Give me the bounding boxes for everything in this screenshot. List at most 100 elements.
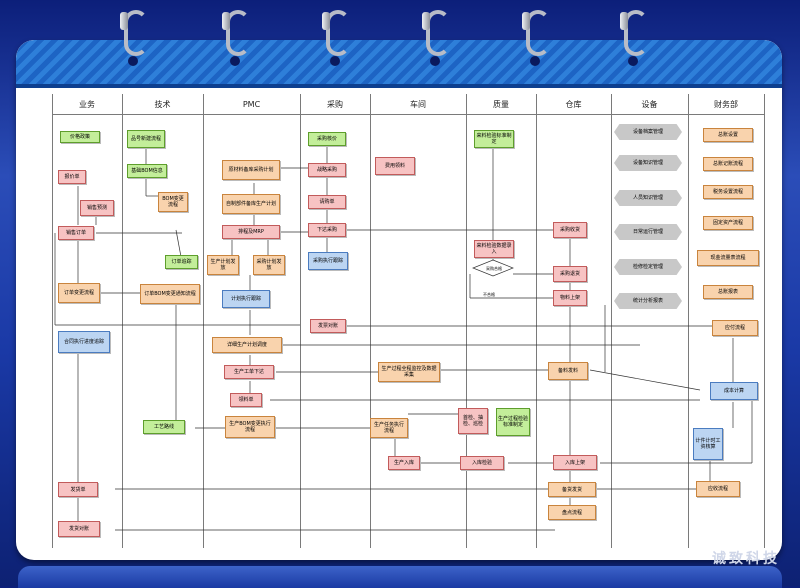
fail-label: 不合格 [483, 291, 495, 297]
node-invoice-reconcile: 发票对账 [310, 319, 346, 333]
lane-header: 车间 [410, 99, 426, 109]
node-order-change: 订单变更流程 [58, 283, 100, 303]
node-payable: 应付流程 [712, 320, 758, 336]
node-work-order: 生产工单下达 [224, 365, 274, 379]
node-prod-plan-release: 生产计划发放 [207, 255, 239, 275]
binder-hole [628, 56, 638, 66]
lane-header: 技术 [154, 99, 171, 109]
binder-ring-icon [422, 10, 450, 56]
node-cost-calc: 成本计算 [710, 382, 758, 400]
node-material-plan: 原材料备库采购计划 [222, 160, 280, 180]
node-requisition: 请购单 [308, 195, 346, 209]
node-plan-tracking: 计划执行跟踪 [222, 290, 270, 308]
node-receive: 采购收货 [553, 222, 587, 238]
node-delivery-reconcile: 发货对账 [58, 521, 100, 537]
node-ship: 备货发货 [548, 482, 596, 497]
binder-ring-icon [620, 10, 648, 56]
lane-divider [688, 94, 689, 548]
lane-header: 仓库 [565, 99, 582, 109]
node-purch-plan-release: 采购计划发放 [253, 255, 285, 275]
decision-diamond [472, 259, 514, 277]
node-maintenance: 检修检定管理 [614, 259, 682, 275]
node-iqc-standard: 来料检验标准制定 [474, 130, 514, 148]
binder-ring-icon [222, 10, 250, 56]
node-process-standard: 生产过程检验标准制定 [496, 408, 530, 436]
header-divider [52, 114, 764, 115]
node-statistics: 统计分析报表 [614, 293, 682, 309]
lane-divider [203, 94, 204, 548]
node-price-policy: 价格政策 [60, 131, 100, 143]
node-self-made-plan: 自制部件备库生产计划 [222, 194, 280, 214]
node-gl-setup: 总账设置 [703, 128, 753, 142]
node-order-bom-change: 订单BOM变更通知流程 [140, 284, 200, 304]
node-contract-tracking: 合同执行进度追踪 [58, 331, 110, 353]
node-strategic-purch: 战略采购 [308, 163, 346, 177]
node-mrp: 排程及MRP [222, 225, 280, 239]
node-fixed-assets: 固定资产流程 [703, 216, 753, 230]
binder-hole [230, 56, 240, 66]
node-tax-setup: 税务设置流程 [703, 185, 753, 199]
node-purch-pricing: 采购核价 [308, 132, 346, 146]
node-first-inspection: 首检、抽检、巡检 [458, 408, 488, 434]
node-quote: 报价单 [58, 170, 86, 184]
lane-header: 设备 [641, 99, 658, 109]
node-detail-schedule: 详细生产计划调度 [212, 337, 282, 353]
node-sales-forecast: 销售预测 [80, 200, 114, 216]
node-prod-task: 生产任务执行流程 [370, 418, 408, 438]
node-bom-change: BOM变更流程 [158, 192, 188, 212]
node-issue-po: 下达采购 [308, 223, 346, 237]
lane-divider [370, 94, 371, 548]
node-cashflow: 现金流量表流程 [697, 250, 759, 266]
node-process-monitor: 生产过程全程监控及数据采集 [378, 362, 440, 382]
lane-divider [764, 94, 765, 548]
node-order-trace: 订单追踪 [165, 255, 198, 269]
node-item-create: 品号新建流程 [127, 130, 165, 148]
binder-ring-icon [120, 10, 148, 56]
node-stock-in-inspection: 入库检验 [460, 456, 504, 470]
node-sales-order: 销售订单 [58, 226, 94, 240]
binder-ring-icon [322, 10, 350, 56]
node-purch-tracking: 采购执行跟踪 [308, 252, 348, 270]
node-staff-knowledge: 人员知识管理 [614, 190, 682, 206]
node-prod-bom-change: 生产BOM变更执行流程 [225, 416, 275, 438]
node-stock-putaway: 入库上架 [553, 455, 597, 470]
lane-divider [52, 94, 53, 548]
node-pick-list: 领料单 [230, 393, 262, 407]
swimlane-header: 业务 技术 PMC 采购 车间 质量 仓库 设备 财务部 [52, 94, 764, 114]
binder-hole [530, 56, 540, 66]
lane-divider [536, 94, 537, 548]
node-receivable: 应收流程 [696, 481, 740, 497]
node-iqc-entry: 来料检验数据录入 [474, 240, 514, 258]
lane-header: 质量 [493, 99, 509, 109]
node-equip-archive: 设备档案管理 [614, 124, 682, 140]
node-inventory-count: 盘点流程 [548, 505, 596, 520]
lane-divider [466, 94, 467, 548]
binder-ring-icon [522, 10, 550, 56]
watermark: 诚致科技 [712, 551, 780, 567]
lane-divider [611, 94, 612, 548]
node-expense-pick: 费用领料 [375, 157, 415, 175]
lane-divider [122, 94, 123, 548]
bottom-bar [18, 566, 782, 588]
node-putaway: 物料上架 [553, 290, 587, 306]
node-routing: 工艺路线 [143, 420, 185, 434]
lane-divider [300, 94, 301, 548]
node-return: 采购退货 [553, 266, 587, 282]
node-equip-knowledge: 设备知识管理 [614, 155, 682, 171]
node-prod-stock-in: 生产入库 [388, 456, 420, 470]
lane-header: 财务部 [714, 99, 738, 109]
lane-header: 采购 [327, 99, 343, 109]
node-daily-operation: 日常运行管理 [614, 224, 682, 240]
node-delivery-note: 发货单 [58, 482, 98, 497]
binder-hole [430, 56, 440, 66]
node-material-issue: 备料发料 [548, 362, 588, 380]
node-base-bom: 基础BOM信息 [127, 164, 167, 178]
decision-label: 采购合格 [486, 265, 502, 271]
binder-hole [128, 56, 138, 66]
lane-header: 业务 [79, 99, 95, 109]
binder-hole [330, 56, 340, 66]
node-piece-wage: 计件计时工资核算 [693, 428, 723, 460]
node-gl-posting: 总账记账流程 [703, 157, 753, 171]
lane-header: PMC [242, 99, 261, 109]
